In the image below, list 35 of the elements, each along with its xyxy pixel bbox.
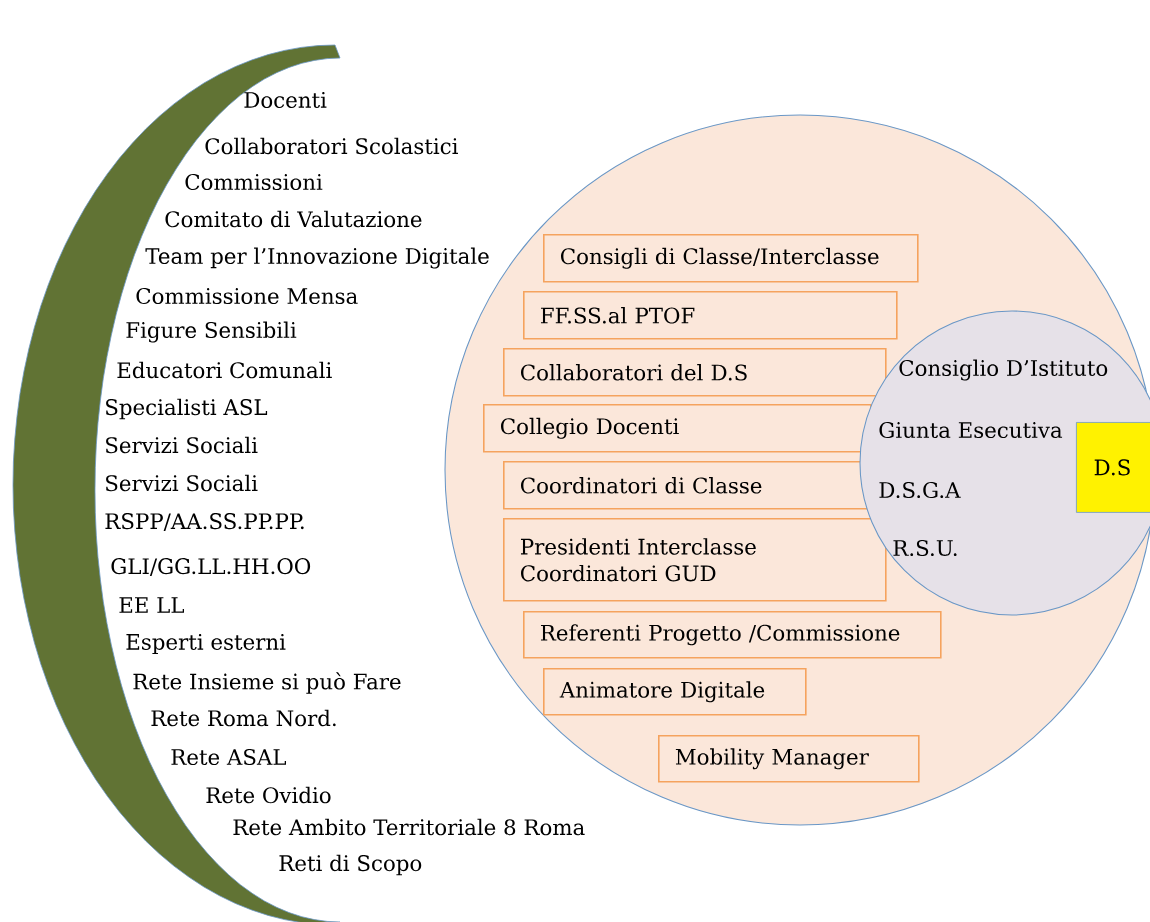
member-label: Reti di Scopo [279, 854, 422, 876]
role-box: Consigli di Classe/Interclasse [543, 234, 919, 283]
role-box: Collaboratori del D.S [503, 348, 887, 397]
member-label: Servizi Sociali [106, 474, 258, 492]
member-label: EE LL [119, 597, 184, 613]
member-label: D.S.G.A [879, 481, 961, 499]
member-label: Rete ASAL [171, 748, 286, 766]
role-box: FF.SS.al PTOF [523, 291, 898, 340]
member-label: Consiglio D’Istituto [899, 359, 1108, 381]
role-box: Mobility Manager [658, 735, 920, 783]
member-label: Specialisti ASL [106, 398, 268, 420]
member-label: Esperti esterni [126, 633, 286, 655]
member-label: Giunta Esecutiva [879, 421, 1063, 439]
member-label: Servizi Sociali [106, 436, 258, 454]
member-label: Rete Roma Nord. [151, 709, 336, 727]
member-label: Commissione Mensa [136, 287, 358, 305]
member-label: Rete Ambito Territoriale 8 Roma [233, 818, 585, 836]
member-label: GLI/GG.LL.HH.OO [111, 558, 311, 576]
member-label: Docenti [244, 92, 327, 108]
member-label: Educatori Comunali [117, 361, 332, 379]
member-label: RSPP/AA.SS.PP.PP. [105, 513, 304, 531]
member-label: Rete Ovidio [206, 786, 331, 804]
member-label: Figure Sensibili [126, 321, 297, 343]
member-label: Rete Insieme si può Fare [133, 672, 401, 694]
member-label: Commissioni [185, 173, 323, 191]
member-label: Collaboratori Scolastici [205, 137, 458, 155]
member-label: Team per l’Innovazione Digitale [145, 247, 489, 269]
role-box: Coordinatori di Classe [503, 461, 872, 510]
member-label: R.S.U. [893, 539, 957, 557]
head-box: D.S [1076, 422, 1150, 513]
role-box: Animatore Digitale [543, 668, 807, 716]
role-box: Referenti Progetto /Commissione [523, 611, 942, 659]
member-label: Comitato di Valutazione [165, 210, 422, 228]
role-box: Collegio Docenti [483, 404, 872, 453]
role-box: Presidenti Interclasse Coordinatori GUD [503, 518, 887, 602]
